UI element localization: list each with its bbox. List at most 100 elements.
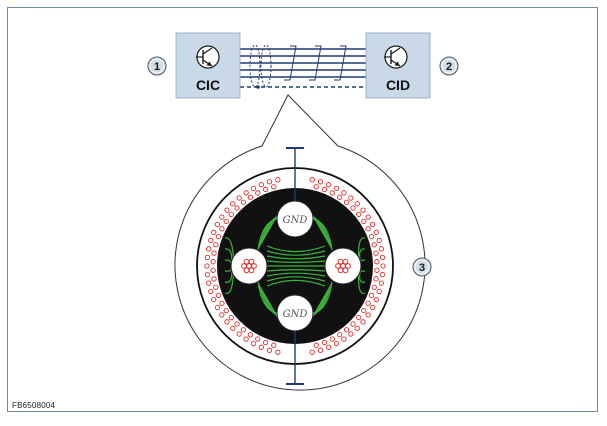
cable-cross-section: GND GND	[196, 147, 394, 385]
shield-strand	[354, 201, 360, 207]
shield-strand	[230, 201, 236, 207]
shield-strand	[219, 300, 225, 306]
shield-strand	[329, 190, 335, 196]
shield-strand	[271, 184, 277, 190]
shield-strand	[236, 195, 242, 201]
shield-strand	[356, 314, 362, 321]
shield-strand	[266, 179, 273, 185]
shield-strand	[337, 194, 343, 200]
shield-strand	[371, 284, 377, 290]
shield-strand	[224, 319, 230, 325]
shield-strand	[228, 211, 234, 218]
shield-strand	[271, 342, 277, 348]
conductor-strand	[345, 263, 351, 269]
signal-conductor-left	[230, 247, 268, 285]
ground-bottom-label: GND	[283, 309, 308, 320]
shield-strand	[223, 308, 229, 314]
ground-conductor-top: GND	[276, 200, 314, 238]
shield-strand	[243, 190, 249, 196]
shield-strand	[369, 304, 376, 311]
callout-2: 2	[439, 56, 459, 76]
shield-strand	[365, 312, 371, 318]
shield-strand	[243, 336, 249, 342]
shield-strand	[371, 242, 377, 248]
shield-strand	[219, 226, 225, 232]
shield-strand	[228, 314, 234, 321]
shield-strand	[348, 195, 354, 201]
shield-strand	[275, 177, 281, 183]
shield-strand	[208, 288, 214, 295]
wire-bundle	[240, 44, 366, 89]
module-cid-label: CID	[386, 77, 410, 93]
callout-3: 3	[412, 257, 432, 277]
shield-strand	[317, 347, 324, 353]
shield-strand	[341, 190, 347, 196]
module-cic: CIC	[175, 32, 241, 99]
field-line	[266, 269, 326, 272]
shield-strand	[360, 207, 366, 213]
shield-strand	[313, 184, 319, 190]
conductor-strand	[251, 263, 257, 269]
shield-strand	[250, 185, 257, 192]
shield-strand	[255, 336, 261, 342]
shield-strand	[368, 292, 375, 299]
shield-strand	[275, 349, 281, 355]
shield-strand	[223, 218, 229, 224]
shield-strand	[350, 205, 356, 211]
conductor-strand	[337, 267, 344, 274]
shield-strand	[234, 321, 240, 327]
field-lines	[224, 215, 366, 317]
shield-strand	[373, 229, 379, 235]
field-line	[224, 271, 233, 283]
figure-code: FB6508004	[12, 401, 56, 410]
twist-marker	[284, 45, 297, 81]
shield-strand	[354, 325, 360, 331]
shield-strand	[374, 267, 380, 273]
module-cic-label: CIC	[196, 77, 220, 93]
ground-top-label: GND	[283, 215, 308, 226]
shield-strand	[206, 246, 212, 252]
shield-strand	[211, 229, 217, 235]
shield-strand	[379, 254, 386, 261]
shield-strand	[240, 199, 247, 205]
shield-strand	[374, 259, 380, 265]
shield-strand	[262, 186, 269, 193]
field-line	[224, 274, 235, 294]
callout-2-number: 2	[446, 61, 452, 73]
shield-strand	[234, 205, 240, 211]
shield-strand	[258, 344, 264, 350]
field-line	[224, 248, 233, 261]
shield-strand	[343, 327, 350, 333]
twist-marker	[334, 45, 347, 81]
shield-strand	[361, 308, 367, 314]
field-line	[266, 260, 326, 263]
shield-strand	[360, 319, 366, 325]
shield-strand	[365, 226, 371, 232]
shield-strand	[333, 340, 340, 347]
conductor-strand	[335, 263, 341, 269]
shield-strand	[240, 327, 247, 333]
shield-strand	[230, 325, 236, 331]
shield-strand	[329, 336, 335, 342]
conductor-strand	[241, 263, 247, 269]
callout-1-number: 1	[154, 61, 160, 73]
shield-strand	[313, 342, 319, 348]
shield-strand	[376, 237, 382, 244]
shield-strand	[255, 190, 261, 196]
callout-1: 1	[147, 56, 167, 76]
shield-strand	[211, 297, 217, 303]
shield-strand	[204, 271, 211, 278]
shield-strand	[373, 250, 379, 256]
shield-strand	[309, 177, 315, 183]
shield-strand	[326, 344, 332, 350]
shield-strand	[341, 336, 347, 342]
shield-strand	[317, 179, 324, 185]
callout-3-number: 3	[419, 262, 425, 274]
shield-strand	[206, 280, 212, 286]
shield-strand	[247, 332, 253, 338]
shield-strand	[262, 339, 269, 346]
field-line	[266, 276, 326, 282]
shield-strand	[333, 185, 340, 192]
shield-strand	[213, 242, 219, 248]
field-line	[357, 274, 366, 294]
